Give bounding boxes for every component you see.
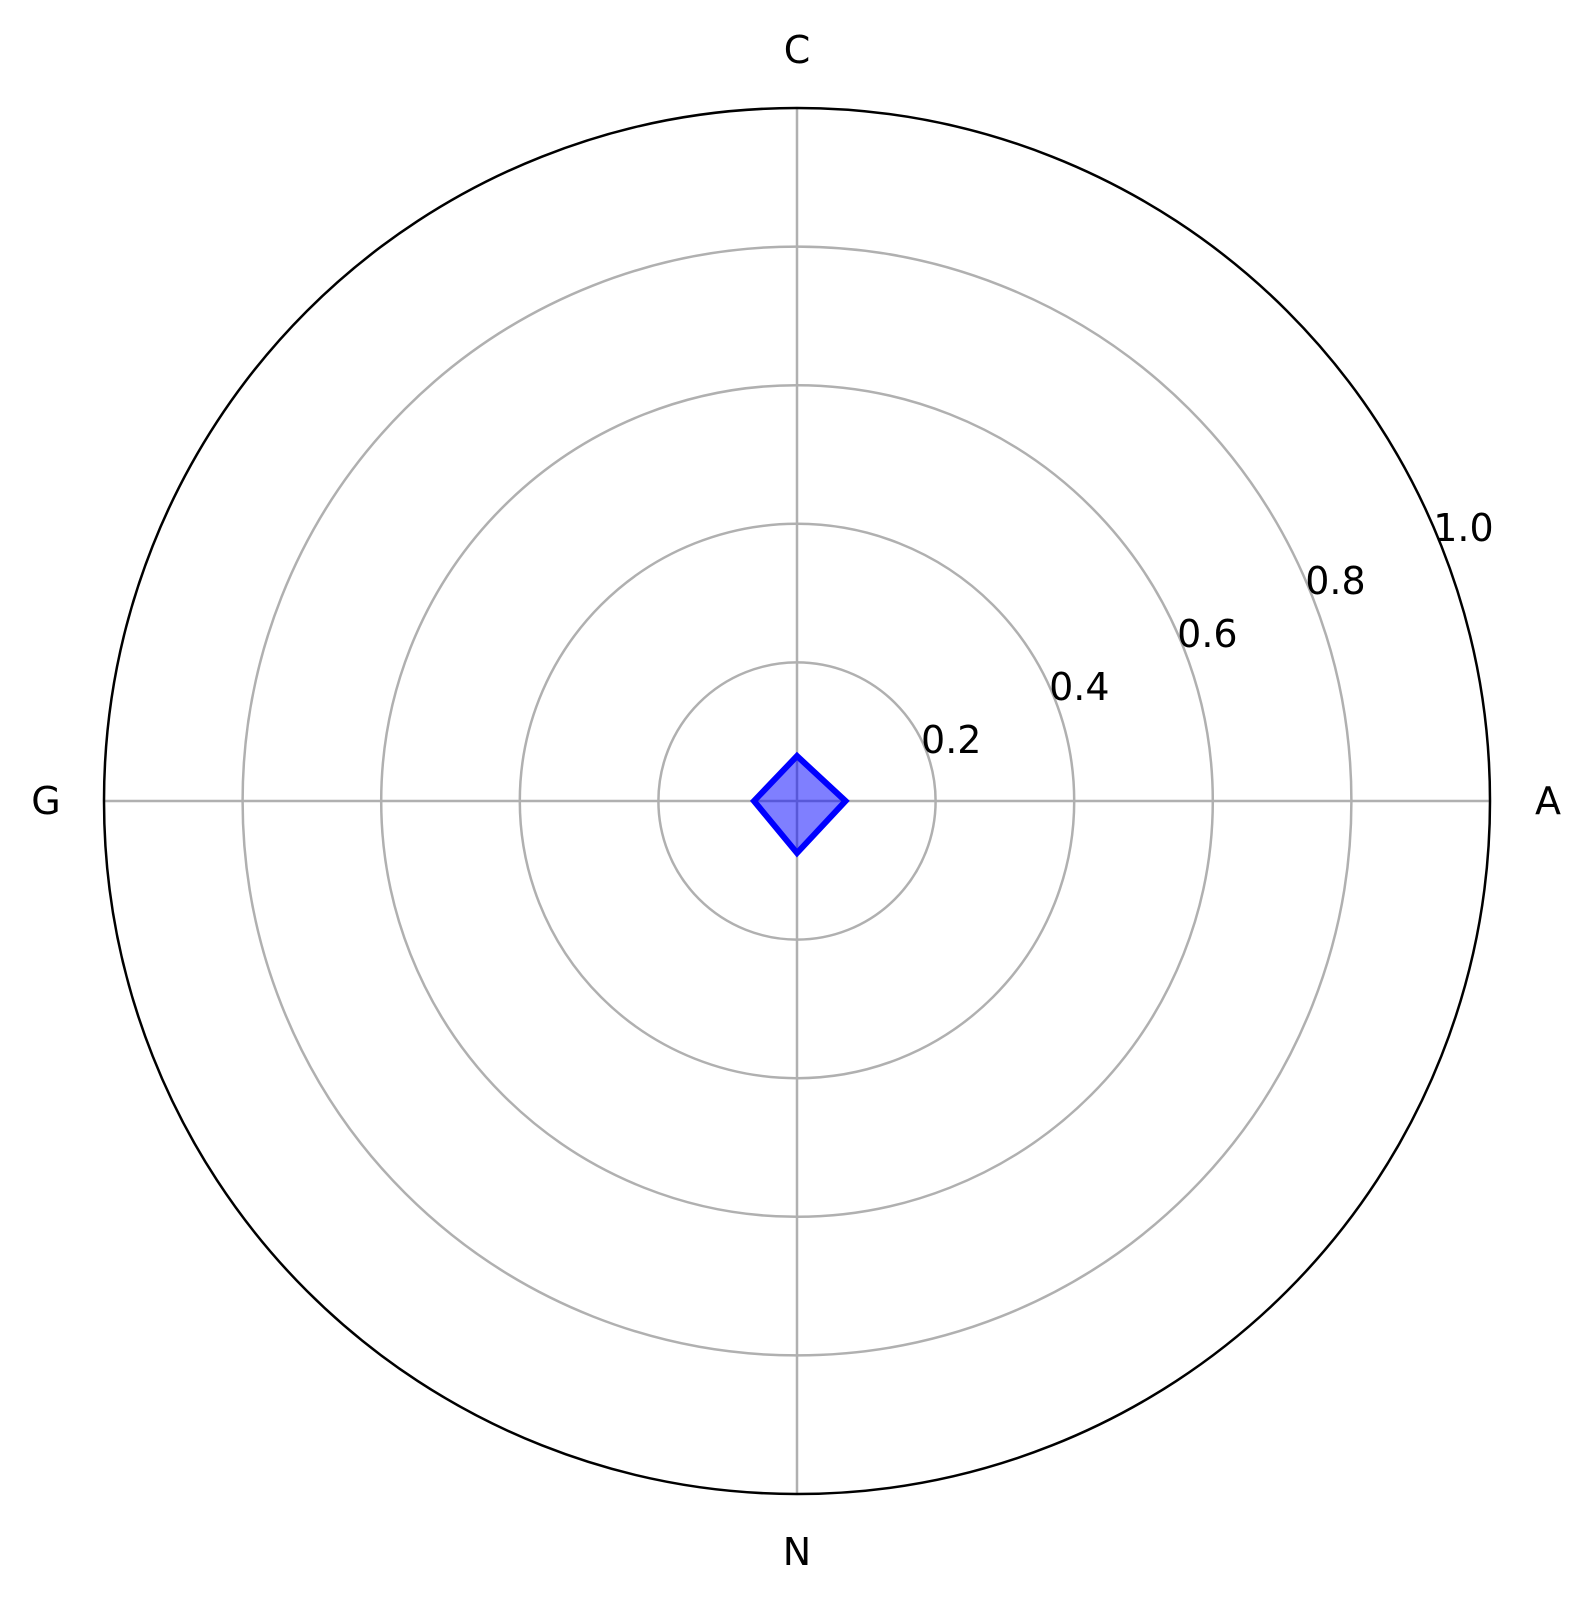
r-tick-label-1: 0.4 bbox=[1049, 665, 1109, 709]
category-label-c: C bbox=[784, 28, 811, 72]
r-tick-label-2: 0.6 bbox=[1177, 612, 1237, 656]
grid-ring-2 bbox=[379, 383, 1215, 1219]
grid-ring-3 bbox=[241, 245, 1353, 1357]
data-layer bbox=[749, 751, 850, 858]
r-tick-label-4: 1.0 bbox=[1433, 506, 1493, 550]
label-layer: A C G N 0.2 0.4 0.6 0.8 1.0 bbox=[31, 28, 1561, 1574]
r-tick-label-3: 0.8 bbox=[1305, 559, 1365, 603]
r-tick-label-0: 0.2 bbox=[921, 718, 981, 762]
grid-ring-0 bbox=[657, 661, 937, 941]
grid-ring-1 bbox=[518, 522, 1076, 1080]
series-outline-0 bbox=[749, 751, 850, 858]
category-label-a: A bbox=[1535, 779, 1561, 823]
outer-ring bbox=[102, 106, 1492, 1496]
grid-layer bbox=[102, 106, 1492, 1496]
category-label-g: G bbox=[31, 779, 60, 823]
category-label-n: N bbox=[783, 1530, 811, 1574]
series-area-0 bbox=[754, 756, 846, 853]
